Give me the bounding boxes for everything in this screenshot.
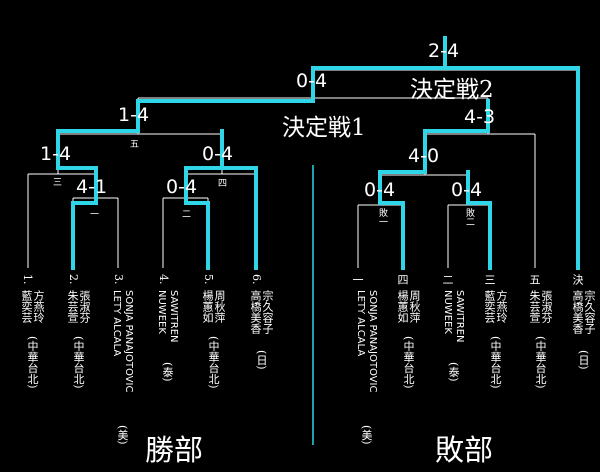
winners-seed-2: 2. — [67, 274, 80, 285]
winners-pair-2-b: 朱芸萱 — [66, 290, 79, 323]
winners-team-4: (泰) — [161, 362, 174, 382]
winners-team-5: (中華台北) — [207, 336, 220, 389]
winners-team-3: (美) — [116, 425, 129, 445]
winners-pair-1-a: 方燕玲 — [32, 290, 45, 323]
losers-pair-3-b: NUWEEK — [442, 290, 453, 334]
losers-seed-1: 一 — [351, 274, 364, 285]
score-winners-r1-45: 0-4 — [166, 176, 198, 198]
losers-pair-2-a: 周秋萍 — [408, 290, 421, 323]
score-winners-r3: 1-4 — [118, 104, 150, 126]
marker-one: 一 — [90, 210, 100, 220]
label-final-1: 決定戦1 — [282, 115, 366, 141]
winners-pair-5-b: 楊蕙如 — [201, 290, 214, 323]
score-final-1: 0-4 — [296, 70, 328, 92]
losers-team-4: (中華台北) — [489, 336, 502, 389]
losers-team-6: (日) — [577, 350, 590, 370]
marker-loss-two: 敗二 — [464, 208, 474, 226]
winners-pair-4-a: SAWITREN — [168, 290, 179, 343]
losers-pair-1-b: LETY ALCALA — [355, 290, 366, 357]
losers-pair-1-a: SONJA PANAJOTOVIC — [367, 290, 378, 393]
losers-team-5: (中華台北) — [534, 336, 547, 389]
winners-pair-2-a: 張淑芬 — [78, 290, 91, 323]
winners-seed-6: 6. — [250, 274, 263, 285]
score-final-2: 2-4 — [428, 40, 460, 62]
winners-pair-1-b: 藍奕芸 — [20, 290, 33, 323]
marker-five: 五 — [130, 140, 140, 150]
winners-pair-4-b: NUWEEK — [156, 290, 167, 334]
losers-pair-3-a: SAWITREN — [454, 290, 465, 343]
marker-loss-one: 敗一 — [377, 208, 387, 226]
losers-seed-4: 三 — [483, 274, 496, 285]
score-losers-r3: 4-3 — [464, 106, 496, 128]
winners-pair-3-b: LETY ALCALA — [111, 290, 122, 357]
marker-two: 二 — [182, 210, 192, 220]
losers-pair-5-b: 朱芸萱 — [528, 290, 541, 323]
losers-team-2: (中華台北) — [402, 336, 415, 389]
score-losers-r1-a: 0-4 — [364, 179, 396, 201]
winners-pair-5-a: 周秋萍 — [213, 290, 226, 323]
winners-team-6: (日) — [255, 350, 268, 370]
score-losers-r2: 4-0 — [408, 145, 440, 167]
winners-pair-6-b: 高橋美香 — [249, 290, 262, 334]
marker-four: 四 — [218, 179, 228, 189]
marker-three: 三 — [53, 178, 63, 188]
section-losers-title: 敗部 — [435, 433, 494, 467]
winners-seed-3: 3. — [112, 274, 125, 285]
winners-seed-4: 4. — [157, 274, 170, 285]
losers-pair-2-b: 楊蕙如 — [396, 290, 409, 323]
losers-seed-3: 二 — [441, 274, 454, 285]
score-winners-r2-a: 1-4 — [40, 143, 72, 165]
winners-seed-1: 1. — [21, 274, 34, 285]
score-winners-r2-b: 0-4 — [202, 143, 234, 165]
winners-team-1: (中華台北) — [26, 336, 39, 389]
losers-pair-6-a: 宗久容子 — [583, 290, 596, 334]
losers-pair-6-b: 高橋美香 — [571, 290, 584, 334]
label-final-2: 決定戦2 — [410, 77, 494, 103]
losers-pair-4-a: 方燕玲 — [495, 290, 508, 323]
losers-seed-5: 五 — [528, 274, 541, 285]
losers-pair-5-a: 張淑芬 — [540, 290, 553, 323]
score-winners-r1-23: 4-1 — [76, 176, 108, 198]
winners-pair-3-a: SONJA PANAJOTOVIC — [123, 290, 134, 393]
losers-pair-4-b: 藍奕芸 — [483, 290, 496, 323]
losers-seed-2: 四 — [396, 274, 409, 285]
winners-seed-5: 5. — [202, 274, 215, 285]
losers-team-1: (美) — [360, 425, 373, 445]
winners-pair-6-a: 宗久容子 — [261, 290, 274, 334]
section-winners-title: 勝部 — [145, 433, 204, 467]
score-losers-r1-b: 0-4 — [451, 179, 483, 201]
losers-team-3: (泰) — [447, 362, 460, 382]
winners-team-2: (中華台北) — [72, 336, 85, 389]
losers-seed-6: 決 — [571, 274, 584, 285]
